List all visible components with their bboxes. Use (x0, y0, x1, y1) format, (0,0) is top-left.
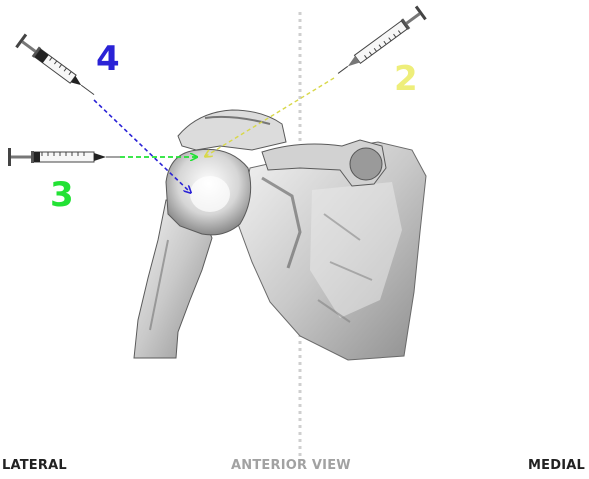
medial-label: MEDIAL (528, 458, 585, 473)
injection-path-4 (94, 100, 190, 192)
syringe-4-icon (15, 34, 99, 101)
injection-label-3: 3 (50, 178, 74, 212)
acromion (178, 110, 286, 150)
shoulder-bone-model (134, 110, 426, 360)
injection-label-2: 2 (394, 62, 418, 96)
injection-label-4: 4 (96, 42, 120, 76)
anterior-view-label: ANTERIOR VIEW (231, 458, 351, 473)
lateral-label: LATERAL (2, 458, 67, 473)
syringe-3-icon (8, 148, 120, 166)
